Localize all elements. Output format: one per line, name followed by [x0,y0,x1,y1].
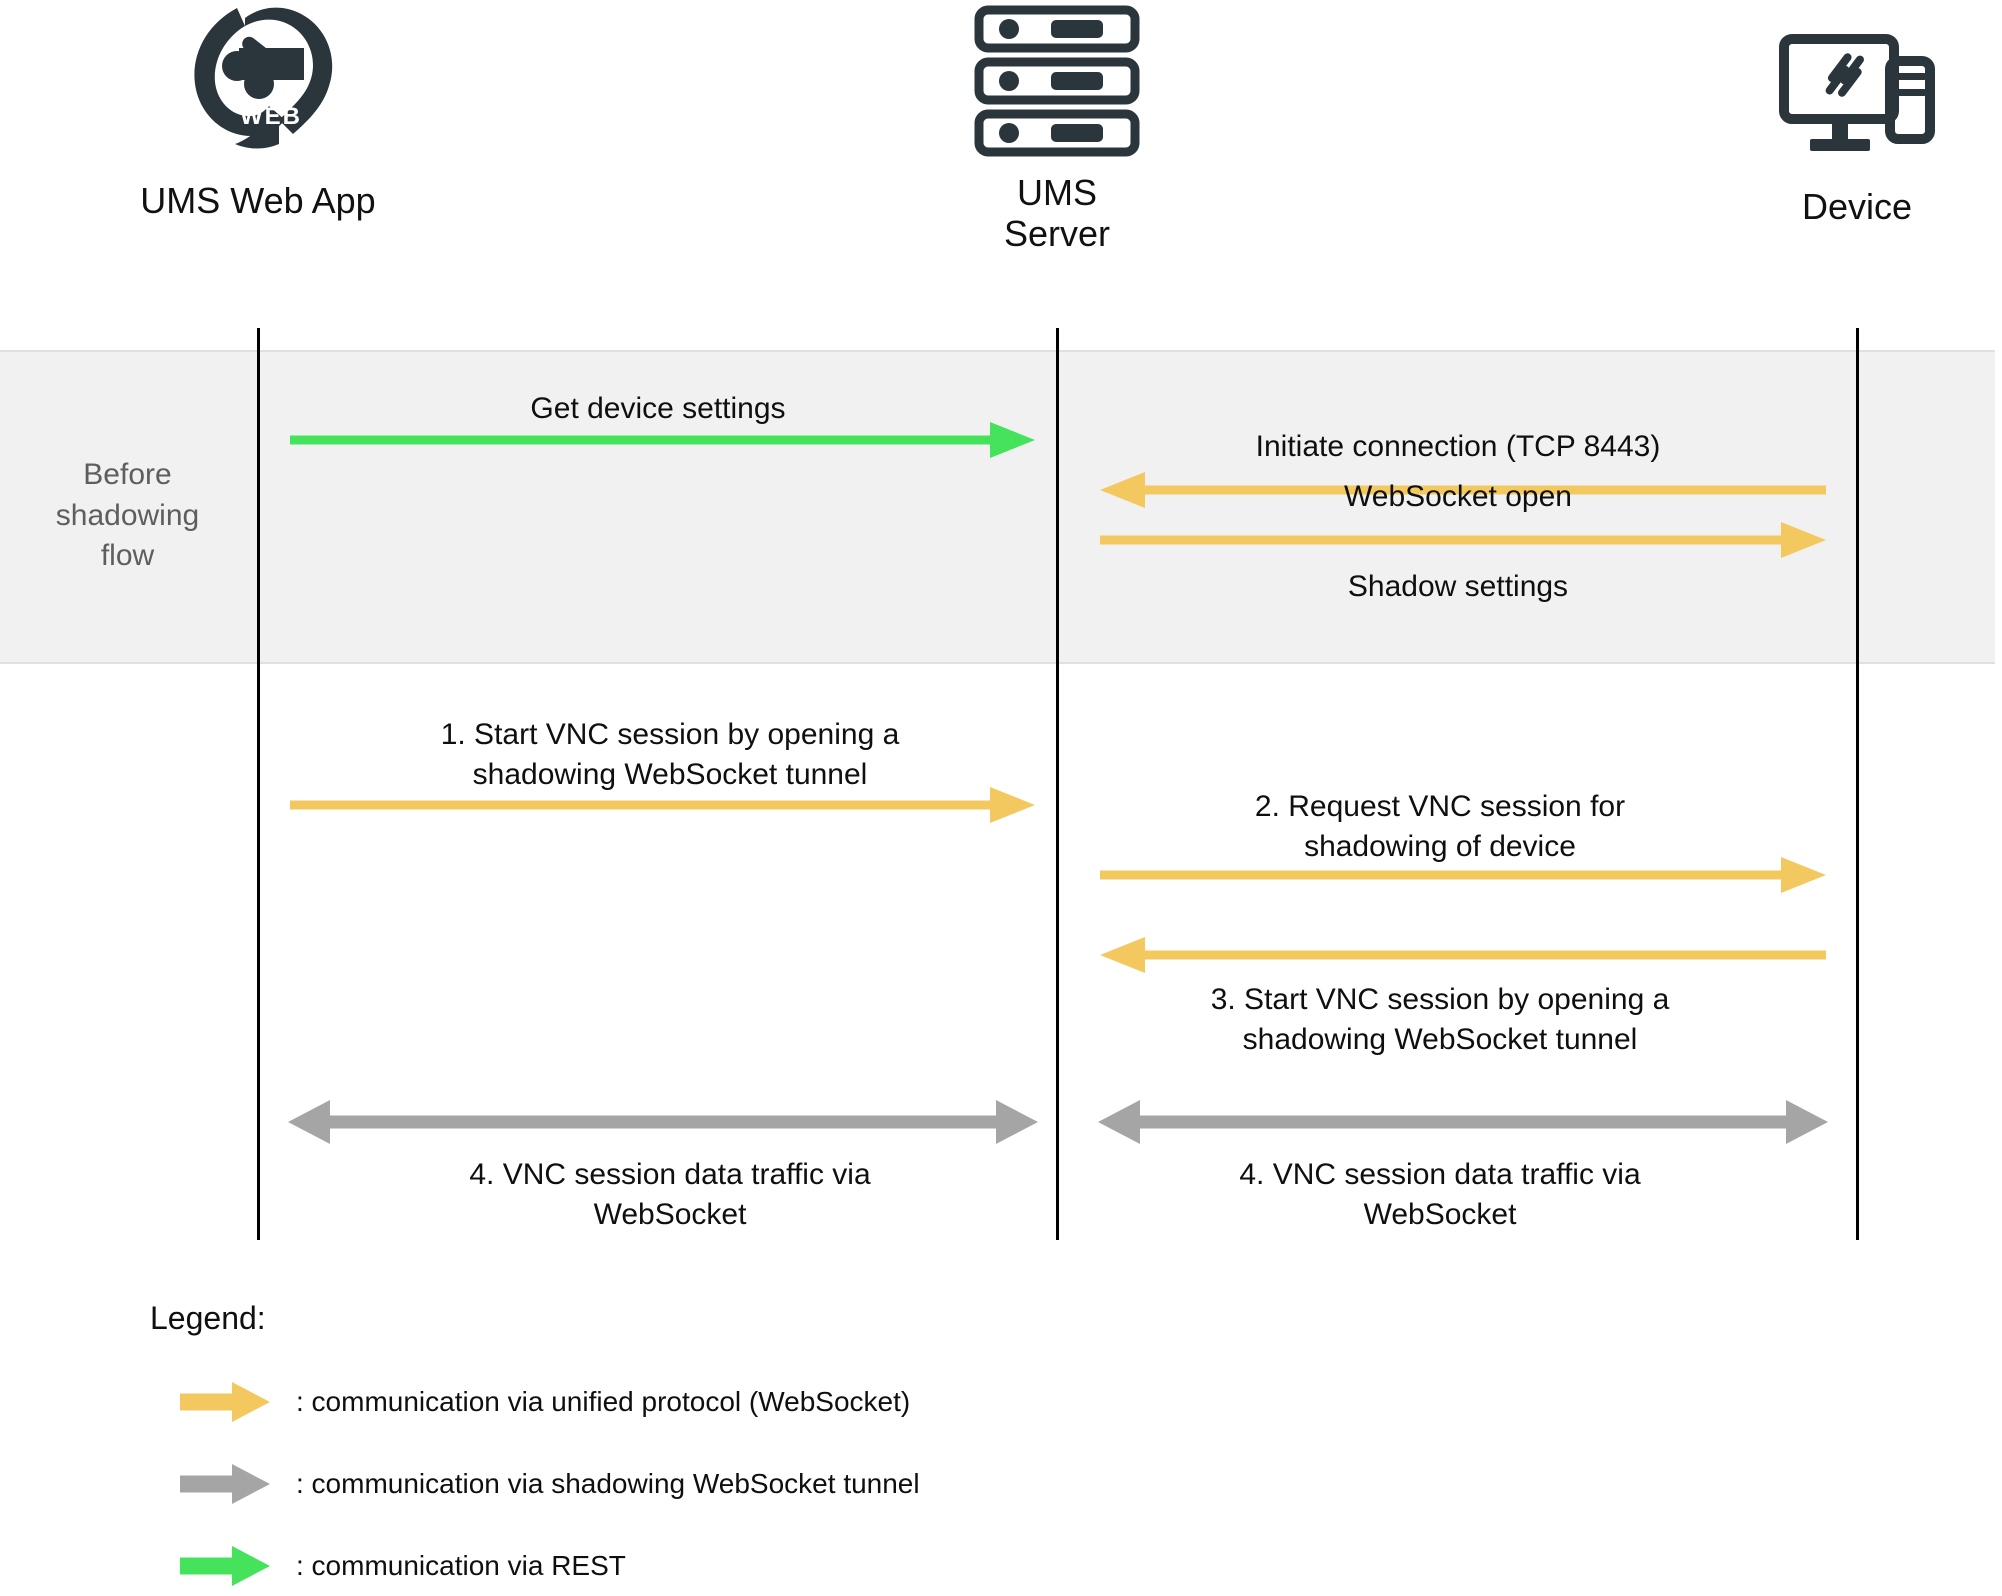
participant-ums-web-app: WEB UMS Web App [48,0,468,221]
gray-arrow-icon [180,1464,270,1504]
message-arrow-websocket-open [1100,522,1826,558]
server-rack-icon [847,0,1267,172]
message-label-get-device-settings: Get device settings [530,392,786,425]
before-shadowing-phase-band [0,350,1995,664]
message-label-websocket-open: WebSocket open [1344,480,1572,513]
participant-label-device: Device [1801,186,1913,227]
legend-item-unified: : communication via unified protocol (We… [178,1380,910,1424]
message-label-initiate-connection: Initiate connection (TCP 8443) [1255,430,1661,463]
message-arrow-request-vnc-session [1100,857,1826,893]
participant-label-ums-server: UMS Server [1003,172,1111,255]
green-arrow-icon [180,1546,270,1586]
message-label-vnc-data-traffic-left: 4. VNC session data traffic via WebSocke… [469,1158,871,1231]
legend-item-shadow: : communication via shadowing WebSocket … [178,1462,920,1506]
message-arrow-start-vnc-session-device [1100,937,1826,973]
message-label-vnc-data-traffic-right: 4. VNC session data traffic via WebSocke… [1239,1158,1641,1231]
message-label-start-vnc-session-webapp: 1. Start VNC session by opening a shadow… [440,718,900,791]
legend-label-shadow: : communication via shadowing WebSocket … [296,1468,920,1499]
message-arrow-get-device-settings [290,422,1035,458]
message-label-shadow-settings: Shadow settings [1347,570,1569,603]
participant-label-ums-web-app: UMS Web App [140,180,376,221]
legend-title: Legend: [150,1300,266,1336]
legend-item-rest: : communication via REST [178,1544,626,1588]
message-label-start-vnc-session-device: 3. Start VNC session by opening a shadow… [1210,983,1670,1056]
participant-device: Device [1647,6,2002,227]
yellow-arrow-icon [180,1382,270,1422]
message-label-request-vnc-session: 2. Request VNC session for shadowing of … [1254,790,1626,863]
ums-web-logo-icon: WEB [48,0,468,180]
message-arrow-vnc-data-traffic-left [288,1100,1038,1144]
legend-label-rest: : communication via REST [296,1550,626,1581]
message-arrow-vnc-data-traffic-right [1098,1100,1828,1144]
desktop-computer-icon [1647,6,2002,186]
message-arrow-initiate-connection [1100,472,1826,508]
legend-label-unified: : communication via unified protocol (We… [296,1386,911,1417]
message-arrow-start-vnc-session-webapp [290,787,1035,823]
svg-text:WEB: WEB [240,103,302,130]
lifeline-device [1856,328,1859,1240]
lifeline-ums-web-app [257,328,260,1240]
phase-label-before-shadowing: Before shadowing flow [55,458,200,572]
participant-ums-server: UMS Server [847,0,1267,255]
lifeline-ums-server [1056,328,1059,1240]
